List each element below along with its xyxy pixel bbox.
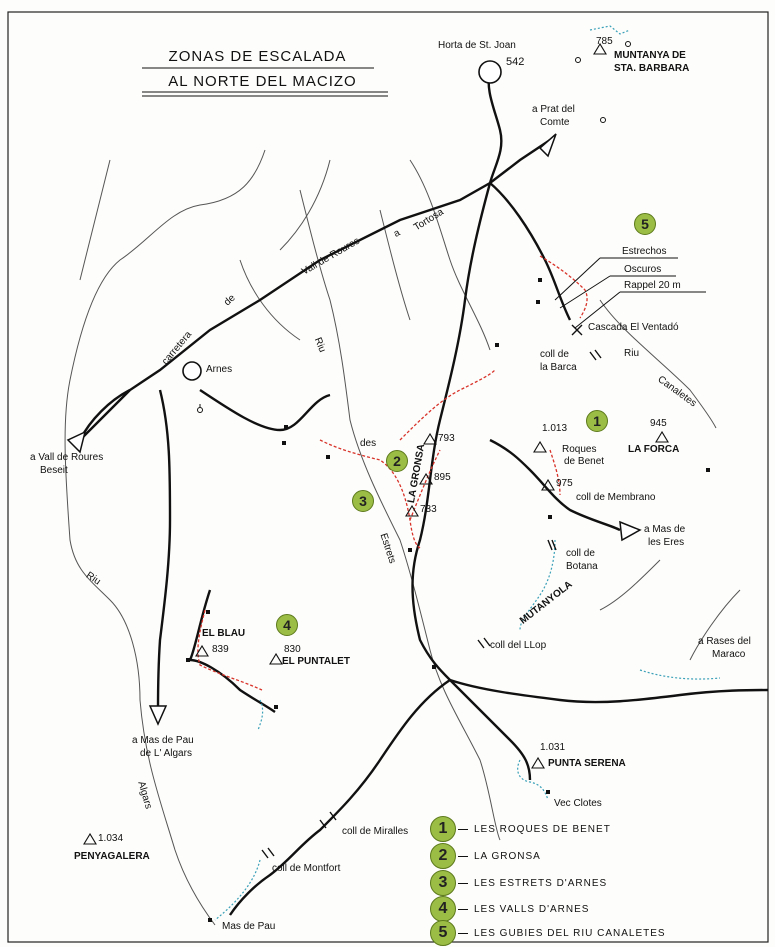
penyagalera-label: PENYAGALERA (74, 851, 150, 862)
santa-barbara-line2: STA. BARBARA (614, 63, 690, 74)
legend-label: LES GUBIES DEL RIU CANALETES (474, 927, 666, 939)
roads (78, 69, 769, 916)
map-title-line2: AL NORTE DEL MACIZO (168, 73, 357, 90)
legend-badge: 1 (430, 816, 456, 842)
red-routes (197, 255, 588, 691)
prat-label-1: a Prat del (532, 104, 575, 115)
zone-badge-5: 5 (634, 213, 656, 235)
crossing-symbols (197, 41, 631, 413)
legend-item: 5 LES GUBIES DEL RIU CANALETES (430, 920, 666, 946)
zone-badge-2: 2 (386, 450, 408, 472)
legend-badge: 2 (430, 843, 456, 869)
legend-label: LES ROQUES DE BENET (474, 823, 611, 835)
horta-town-icon (478, 60, 502, 84)
title-underlines (142, 67, 388, 97)
horta-label: Horta de St. Joan (438, 40, 516, 51)
el-blau-label: EL BLAU (202, 628, 246, 639)
alt-733: 733 (420, 504, 437, 515)
vall-roures-2: Beseit (40, 465, 68, 476)
el-puntalet-label: EL PUNTALET (282, 656, 350, 667)
rappel-label: Rappel 20 m (624, 280, 681, 291)
legend-label: LA GRONSA (474, 850, 541, 862)
mas-pau-algars-1: a Mas de Pau (132, 735, 194, 746)
rivers (64, 149, 741, 926)
coll-miralles-label: coll de Miralles (342, 826, 409, 837)
alt-945: 945 (650, 418, 667, 429)
alt-975: 975 (556, 478, 573, 489)
alt-1031: 1.031 (540, 742, 566, 753)
coll-montfort-label: coll de Montfort (272, 863, 341, 874)
alt-895: 895 (434, 472, 451, 483)
roques-label-1: Roques (562, 444, 597, 455)
summit-triangles (83, 42, 669, 845)
survey-points (186, 278, 710, 922)
legend-badge: 5 (430, 920, 456, 946)
cascada-label: Cascada El Ventadó (588, 322, 679, 333)
map-frame (7, 11, 769, 943)
blue-paths (214, 25, 721, 921)
alt-793: 793 (438, 433, 455, 444)
coll-marks (261, 324, 602, 859)
oscuros-label: Oscuros (624, 264, 662, 275)
legend-item: 2 LA GRONSA (430, 843, 541, 869)
alt-830: 830 (284, 644, 301, 655)
coll-barca-1: coll de (540, 349, 569, 360)
coll-botana-2: Botana (566, 561, 598, 572)
estrechos-label: Estrechos (622, 246, 667, 257)
vec-clotes-label: Vec Clotes (554, 798, 602, 809)
map-title-line1: ZONAS DE ESCALADA (168, 48, 347, 65)
rases-label-2: Maraco (712, 649, 746, 660)
alt-1034: 1.034 (98, 833, 124, 844)
alt-839: 839 (212, 644, 229, 655)
santa-barbara-alt: 785 (596, 36, 613, 47)
mas-eres-1: a Mas de (644, 524, 686, 535)
coll-botana-1: coll de (566, 548, 595, 559)
riu-east-label: Riu (624, 348, 640, 359)
alt-1013: 1.013 (542, 423, 568, 434)
leader-lines (554, 257, 706, 329)
legend-item: 4 LES VALLS D'ARNES (430, 896, 590, 922)
des-label: des (360, 438, 377, 449)
zone-badge-1: 1 (586, 410, 608, 432)
punta-serena-label: PUNTA SERENA (548, 758, 626, 769)
mas-eres-2: les Eres (648, 537, 685, 548)
coll-llop-label: coll del LLop (490, 640, 547, 651)
legend-badge: 3 (430, 870, 456, 896)
legend-label: LES VALLS D'ARNES (474, 903, 590, 915)
rases-label-1: a Rases del (698, 636, 751, 647)
road-arrows (66, 133, 642, 726)
zone-badge-3: 3 (352, 490, 374, 512)
coll-barca-2: la Barca (540, 362, 577, 373)
prat-label-2: Comte (540, 117, 570, 128)
mas-pau-label: Mas de Pau (222, 921, 276, 932)
coll-membrano-label: coll de Membrano (576, 492, 656, 503)
zone-badge-4: 4 (276, 614, 298, 636)
roques-label-2: de Benet (564, 456, 605, 467)
legend-item: 3 LES ESTRETS D'ARNES (430, 870, 608, 896)
vall-roures-1: a Vall de Roures (30, 452, 104, 463)
horta-alt: 542 (506, 56, 525, 68)
arnes-town-icon (182, 361, 202, 381)
legend-item: 1 LES ROQUES DE BENET (430, 816, 611, 842)
santa-barbara-line1: MUNTANYA DE (614, 50, 686, 61)
la-forca-label: LA FORCA (628, 444, 680, 455)
legend-label: LES ESTRETS D'ARNES (474, 877, 608, 889)
legend-badge: 4 (430, 896, 456, 922)
arnes-label: Arnes (206, 364, 233, 375)
mas-pau-algars-2: de L' Algars (140, 748, 192, 759)
